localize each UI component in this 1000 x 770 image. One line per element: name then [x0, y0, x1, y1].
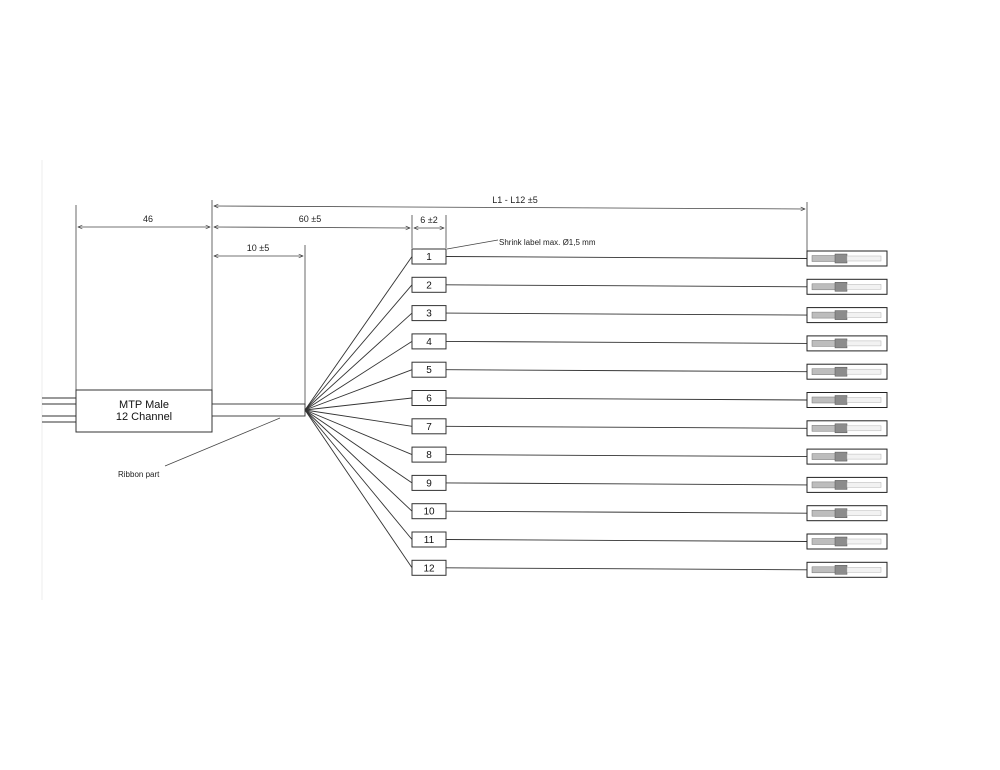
fiber-connector-9 [806, 476, 888, 493]
fiber-line-5 [445, 369, 808, 373]
shrink-label-annotation: Shrink label max. Ø1,5 mm [499, 238, 596, 247]
fiber-line-2 [445, 284, 808, 288]
dim-line-breakout [214, 227, 410, 228]
fiber-line-10 [445, 510, 808, 514]
fiber-line-1 [445, 256, 808, 259]
fiber-fan-line-7 [304, 409, 413, 427]
ribbon-part-leader [164, 417, 281, 467]
input-cables [42, 397, 76, 423]
dim-label-label-width: 6 ±2 [420, 215, 437, 225]
fiber-fan-line-1 [304, 256, 413, 411]
fiber-line-7 [445, 425, 808, 429]
dim-line-total [214, 206, 805, 209]
connector-label-line1: MTP Male [119, 399, 169, 411]
channel-number-9: 9 [426, 478, 432, 489]
dim-label-connector: 46 [143, 214, 153, 224]
mtp-connector-box [75, 389, 213, 433]
fiber-fan-line-4 [304, 341, 413, 411]
extension-lines [75, 200, 808, 405]
channel-number-2: 2 [426, 280, 432, 291]
fiber-line-11 [445, 539, 808, 542]
fiber-line-4 [445, 340, 808, 344]
dim-label-total: L1 - L12 ±5 [492, 195, 537, 205]
fiber-fan-line-2 [304, 284, 413, 411]
fiber-connector-5 [806, 363, 888, 380]
fiber-connector-11 [806, 533, 888, 550]
channel-number-12: 12 [423, 563, 435, 574]
fiber-fan-line-10 [304, 409, 413, 512]
fiber-connector-4 [806, 335, 888, 352]
channel-number-7: 7 [426, 422, 432, 433]
ribbon-part [211, 403, 306, 417]
fiber-connector-1 [806, 250, 888, 267]
fiber-fan-line-3 [304, 312, 413, 411]
dimension-lines [78, 206, 805, 256]
fiber-connector-7 [806, 420, 888, 437]
fiber-line-3 [445, 312, 808, 316]
fiber-connector-3 [806, 307, 888, 324]
channel-number-11: 11 [424, 535, 435, 546]
fiber-connector-10 [806, 505, 888, 522]
dim-label-ribbon: 10 ±5 [247, 243, 269, 253]
ribbon-part-annotation: Ribbon part [118, 470, 160, 479]
fiber-fan-line-5 [304, 369, 413, 411]
fiber-line-8 [445, 454, 808, 458]
fiber-fan-line-9 [304, 409, 413, 484]
channel-number-5: 5 [426, 365, 432, 376]
fiber-line-6 [445, 397, 808, 401]
fiber-fan-line-8 [304, 409, 413, 456]
fiber-fan-line-6 [304, 397, 413, 411]
fiber-fan-line-12 [304, 409, 413, 569]
channel-number-1: 1 [426, 252, 432, 263]
fiber-line-12 [445, 567, 808, 571]
channel-number-4: 4 [426, 337, 432, 348]
dim-label-breakout: 60 ±5 [299, 214, 321, 224]
channel-number-3: 3 [426, 309, 432, 320]
fiber-fan-line-11 [304, 409, 413, 540]
channel-number-10: 10 [423, 507, 435, 518]
channel-number-6: 6 [426, 394, 432, 405]
channel-number-8: 8 [426, 450, 432, 461]
fiber-line-9 [445, 482, 808, 486]
fiber-connector-8 [806, 448, 888, 465]
shrink-label-leader [446, 239, 499, 250]
fiber-connector-6 [806, 392, 888, 408]
fiber-connector-12 [806, 561, 888, 578]
connector-label-line2: 12 Channel [116, 411, 172, 423]
fiber-connector-2 [806, 278, 888, 295]
